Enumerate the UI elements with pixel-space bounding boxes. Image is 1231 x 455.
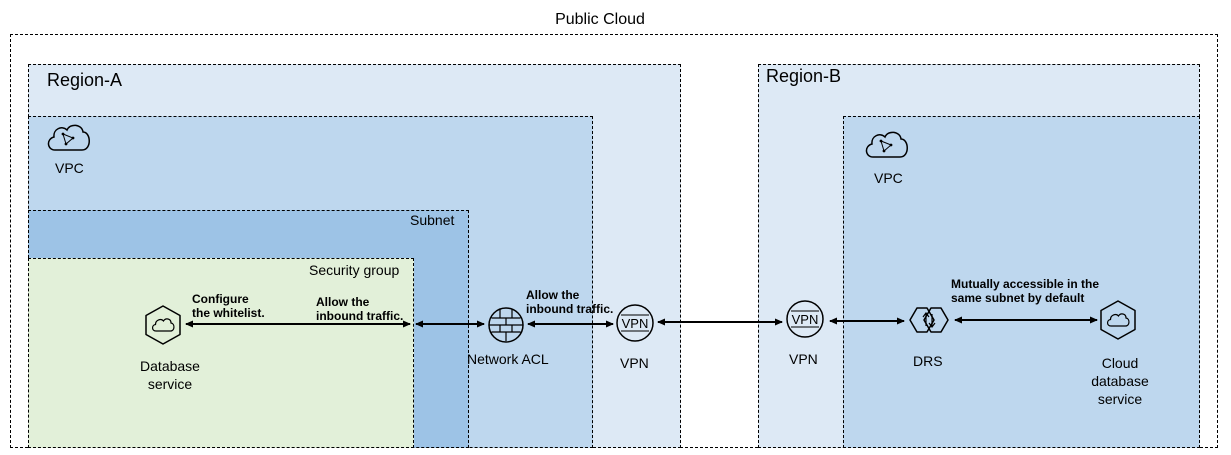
cloud-database-label: Cloud database service: [1091, 355, 1149, 407]
public-cloud-title: Public Cloud: [555, 11, 645, 28]
database-service-label: Database service: [140, 358, 200, 392]
region-a-title: Region-A: [47, 70, 123, 90]
region-b-vpc-label: VPC: [874, 170, 903, 186]
vpn-icon: VPN: [616, 304, 654, 342]
region-a-vpc-label: VPC: [55, 160, 84, 176]
cloud-icon: [865, 131, 908, 158]
drs-label: DRS: [913, 353, 943, 369]
network-acl-icon: [488, 307, 524, 343]
svg-text:VPN: VPN: [792, 312, 819, 327]
drs-icon: [909, 307, 949, 333]
subnet-label: Subnet: [410, 212, 455, 228]
region-b-vpc: [843, 116, 1200, 448]
note-allow-inbound-sg: Allow the inbound traffic.: [316, 295, 404, 323]
database-service-icon: [145, 305, 181, 345]
vpn-b-label: VPN: [789, 351, 818, 367]
cloud-icon: [47, 124, 90, 151]
region-b-title: Region-B: [766, 66, 842, 86]
vpn-a-label: VPN: [620, 355, 649, 371]
note-allow-inbound-acl: Allow the inbound traffic.: [526, 288, 614, 316]
note-configure-whitelist: Configure the whitelist.: [192, 292, 265, 320]
security-group: [28, 258, 414, 448]
vpn-icon: VPN: [786, 300, 824, 338]
security-group-label: Security group: [309, 262, 400, 278]
note-same-subnet: Mutually accessible in the same subnet b…: [951, 277, 1100, 305]
svg-text:VPN: VPN: [622, 316, 649, 331]
cloud-database-icon: [1100, 300, 1136, 340]
network-acl-label: Network ACL: [467, 351, 549, 367]
